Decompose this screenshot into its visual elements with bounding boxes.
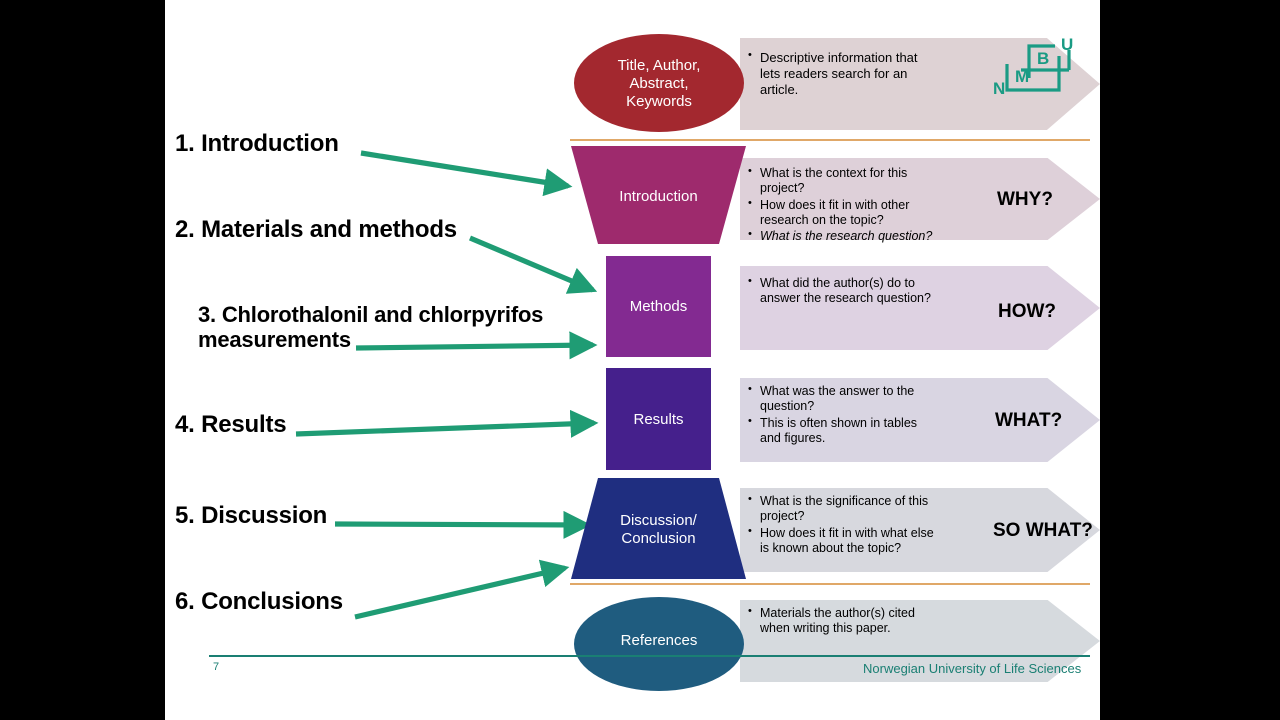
bullets-abstract: Descriptive information that lets reader… <box>748 49 930 99</box>
logo-letter-u: U <box>1061 36 1073 54</box>
diagram-section-methods: Methods What did the author(s) do to ans… <box>165 254 1100 360</box>
question-word-so-what: SO WHAT? <box>993 520 1093 541</box>
diagram-section-references: References Materials the author(s) cited… <box>165 588 1100 698</box>
bullets-introduction: What is the context for this project? Ho… <box>748 165 940 245</box>
bullet-item: How does it fit in with other research o… <box>748 197 940 229</box>
bullet-item: What is the research question? <box>748 228 940 244</box>
bullets-references: Materials the author(s) cited when writi… <box>748 605 944 638</box>
shape-references-ellipse <box>574 597 744 691</box>
footer-institution-name: Norwegian University of Life Sciences <box>863 661 1082 676</box>
bullet-item: What is the significance of this project… <box>748 493 940 525</box>
bullets-results: What was the answer to the question? Thi… <box>748 383 938 447</box>
shape-label-discussion: Discussion/ Conclusion <box>620 512 697 547</box>
shape-abstract-ellipse <box>574 34 744 132</box>
presentation-slide: 1. Introduction 2. Materials and methods… <box>165 0 1100 720</box>
separator-top <box>570 139 1090 141</box>
bullets-methods: What did the author(s) do to answer the … <box>748 275 933 308</box>
diagram-section-introduction: Introduction What is the context for thi… <box>165 144 1100 248</box>
bullet-item: This is often shown in tables and figure… <box>748 415 938 447</box>
logo-letter-b: B <box>1037 49 1049 68</box>
bullets-discussion: What is the significance of this project… <box>748 493 940 557</box>
nmbu-logo: N M B U <box>993 36 1073 98</box>
shape-methods-rect <box>606 256 711 357</box>
outline-item-1: 1. Introduction <box>175 130 339 157</box>
shape-introduction-funnel <box>571 146 746 244</box>
logo-letter-n: N <box>993 79 1005 98</box>
question-word-how: HOW? <box>998 301 1057 322</box>
bullet-item: Descriptive information that lets reader… <box>748 49 930 98</box>
shape-label-methods: Methods <box>629 298 688 315</box>
logo-letter-m: M <box>1015 67 1029 86</box>
diagram-section-abstract: Title, Author, Abstract, Keywords Descri… <box>165 0 1100 136</box>
footer-rule-right <box>569 655 1090 657</box>
outline-item-3: 3. Chlorothalonil and chlorpyrifos measu… <box>198 302 544 352</box>
diagram-section-discussion: Discussion/ Conclusion What is the signi… <box>165 476 1100 582</box>
question-word-why: WHY? <box>997 189 1053 210</box>
outline-item-6: 6. Conclusions <box>175 588 343 615</box>
outline-item-5: 5. Discussion <box>175 502 328 529</box>
footer-rule-left <box>209 655 569 657</box>
bullet-item: How does it fit in with what else is kno… <box>748 525 940 557</box>
separator-bottom <box>570 583 1090 585</box>
shape-label-results: Results <box>633 411 684 428</box>
outline-item-4: 4. Results <box>175 411 287 438</box>
letterbox-left <box>0 0 165 720</box>
outline-item-2: 2. Materials and methods <box>175 216 457 243</box>
letterbox-right <box>1100 0 1280 720</box>
bullet-item: What is the context for this project? <box>748 165 940 197</box>
shape-label-abstract: Title, Author, Abstract, Keywords <box>617 57 701 110</box>
bullet-item: What did the author(s) do to answer the … <box>748 275 933 307</box>
shape-discussion-funnel <box>571 478 746 579</box>
shape-results-rect <box>606 368 711 470</box>
shape-label-introduction: Introduction <box>619 188 698 205</box>
question-word-what: WHAT? <box>995 410 1063 431</box>
shape-label-references: References <box>620 632 698 649</box>
diagram-section-results: Results What was the answer to the quest… <box>165 366 1100 472</box>
bullet-item: What was the answer to the question? <box>748 383 938 415</box>
page-number: 7 <box>213 661 220 673</box>
bullet-item: Materials the author(s) cited when writi… <box>748 605 944 637</box>
